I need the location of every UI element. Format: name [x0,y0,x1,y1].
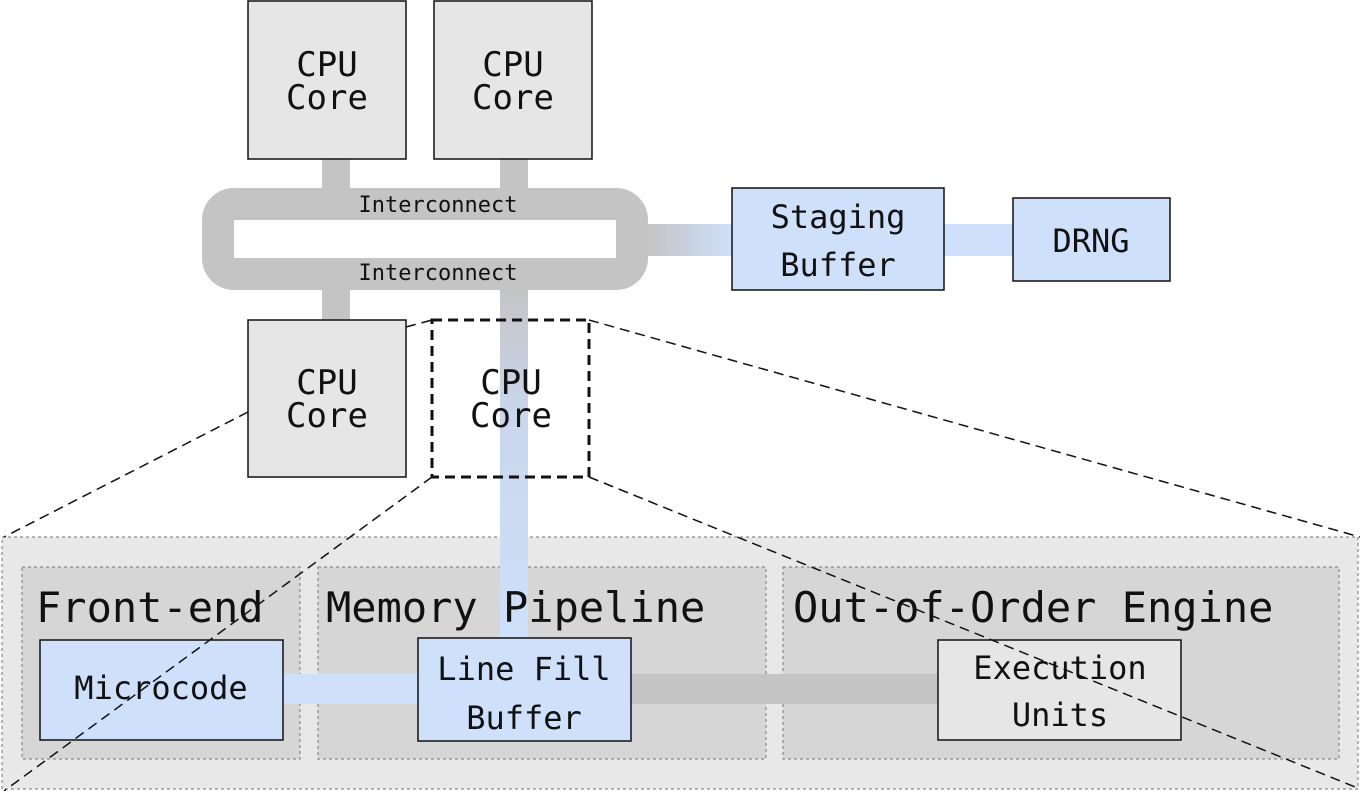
execution-units-line2: Units [1012,696,1108,734]
cpu-core-3 [247,319,407,478]
cpu-core-1-line1: CPU [296,45,357,85]
cpu-core-2 [433,0,593,160]
execution-units [937,639,1182,741]
zoom-line-2 [405,319,433,328]
staging-buffer-line1: Staging [771,198,906,236]
core-link-1 [322,158,350,190]
lfb-execution-link [630,674,940,704]
zoom-line-3 [588,319,1360,538]
staging-drng-link [944,224,1014,256]
cpu-core-1-line2: Core [286,78,368,118]
line-fill-buffer [417,637,632,742]
core-link-3 [322,288,350,321]
microcode-lfb-link [282,674,420,704]
line-fill-buffer-line1: Line Fill [437,650,610,688]
front-end-title: Front-end [36,583,264,632]
zoom-lines [3,319,1360,791]
cpu-core-1 [247,0,407,160]
cpu-core-2-line2: Core [472,78,554,118]
microcode [39,639,284,741]
line-fill-buffer-line2: Buffer [466,699,582,737]
memory-pipeline-title: Memory Pipeline [326,583,705,632]
core-lfb-link [500,288,528,640]
cpu-core-4 [430,318,591,479]
interconnect-ring [202,188,648,290]
microcode-label: Microcode [74,669,247,707]
cpu-core-3-line2: Core [286,396,368,436]
cpu-core-3-line1: CPU [296,363,357,403]
zoom-line-1 [3,411,249,538]
core-link-2 [500,158,528,190]
execution-units-line1: Execution [973,649,1146,687]
drng [1012,197,1171,282]
interconnect-staging-link [646,224,734,256]
staging-buffer-line2: Buffer [780,246,896,284]
zoom-line-5 [588,476,1360,790]
zoom-line-4 [3,476,433,791]
staging-buffer [731,187,945,291]
cpu-core-4-line2: Core [470,396,552,436]
cpu-core-4-line1: CPU [480,363,541,403]
interconnect-bottom-label: Interconnect [359,261,518,286]
drng-label: DRNG [1052,222,1129,260]
ooo-engine-title: Out-of-Order Engine [793,583,1273,632]
cpu-core-2-line1: CPU [482,45,543,85]
interconnect-top-label: Interconnect [359,193,518,218]
